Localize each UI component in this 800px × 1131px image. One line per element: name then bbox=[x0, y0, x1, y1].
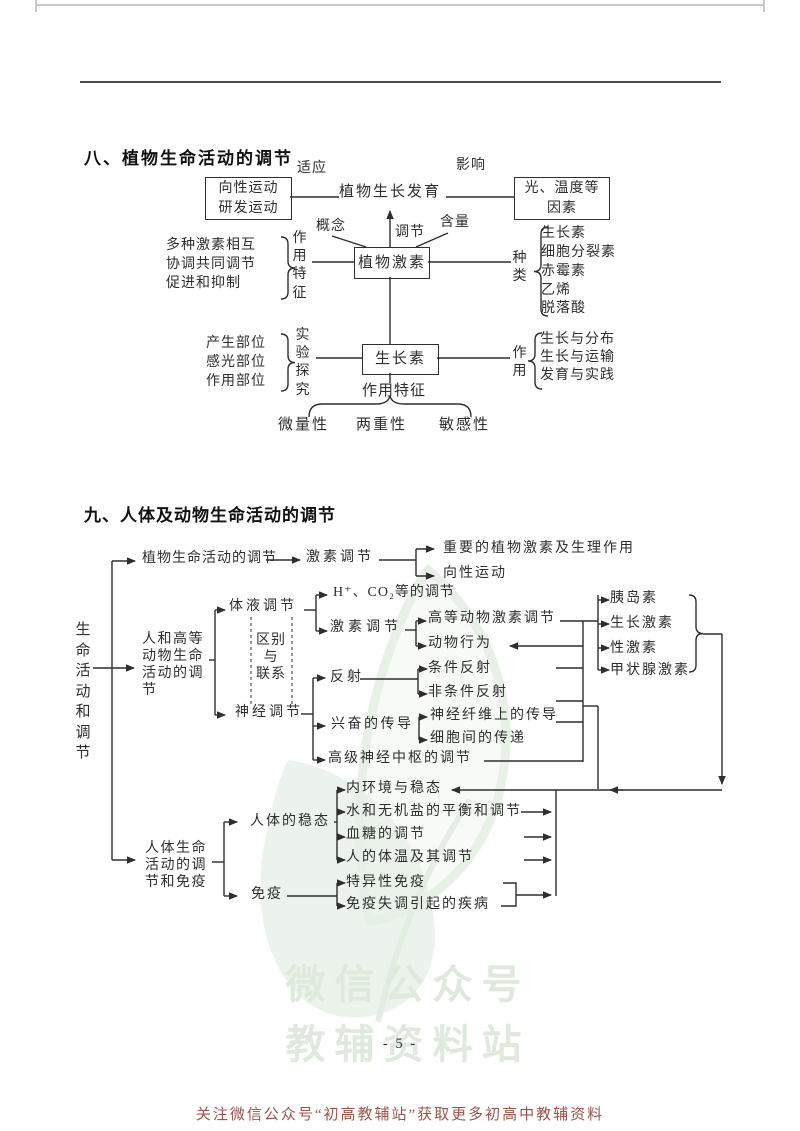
hormone-type-item: 生长素 bbox=[541, 226, 586, 241]
label-content: 含量 bbox=[440, 215, 470, 230]
section8-title: 八、植物生命活动的调节 bbox=[84, 149, 293, 168]
node-blood-sugar-regulation: 血糖的调节 bbox=[346, 827, 426, 842]
node-immunity: 免疫 bbox=[251, 887, 283, 902]
node-important-plant-hormones: 重要的植物激素及生理作用 bbox=[443, 541, 635, 556]
node-tropism: 向性运动 bbox=[443, 566, 507, 581]
node-body-homeostasis: 人体的稳态 bbox=[250, 814, 330, 829]
plant-hormone-box: 植物激素 bbox=[354, 247, 430, 279]
node-intercellular-transmission: 细胞间的传递 bbox=[430, 731, 526, 746]
node-internal-environment: 内环境与稳态 bbox=[346, 781, 442, 796]
label-action-feature2: 作用特征 bbox=[362, 383, 427, 399]
page-edge-tick-right bbox=[763, 0, 765, 12]
hormone-type-item: 细胞分裂素 bbox=[541, 245, 616, 260]
node-h-co2-regulation: H⁺、CO₂等的调节 bbox=[333, 585, 455, 600]
watermark-line1: 微信公众号 bbox=[285, 962, 531, 1007]
node-animal-behavior: 动物行为 bbox=[428, 636, 492, 651]
node-immune-disorder-disease: 免疫失调引起的疾病 bbox=[346, 897, 490, 912]
node-conditioned-reflex: 条件反射 bbox=[428, 661, 492, 676]
node-humoral-regulation: 体液调节 bbox=[229, 599, 297, 614]
node-excitation-conduction: 兴奋的传导 bbox=[331, 717, 414, 732]
page-edge-top bbox=[35, 4, 765, 6]
root-node-life-regulation: 生命活动和调节 bbox=[75, 622, 91, 761]
node-specific-immunity: 特异性免疫 bbox=[346, 875, 426, 890]
node-plant-life-regulation: 植物生命活动的调节 bbox=[142, 551, 277, 566]
tropism-movement-box: 向性运动 研发运动 bbox=[205, 177, 292, 220]
hormone-item: 胰岛素 bbox=[610, 591, 658, 606]
watermark-line2: 教辅资料站 bbox=[285, 1022, 531, 1067]
hormone-item: 性激素 bbox=[610, 641, 658, 656]
leaf-watermark bbox=[260, 563, 511, 1023]
block-auxin-parts: 产生部位 感光部位 作用部位 bbox=[206, 336, 266, 389]
label-regulate: 调节 bbox=[394, 225, 426, 242]
light-temperature-box: 光、温度等 因素 bbox=[514, 177, 610, 220]
hormone-type-item: 脱落酸 bbox=[541, 301, 586, 316]
label-adapt: 适应 bbox=[297, 161, 327, 176]
vtext-type: 种类 bbox=[512, 251, 527, 285]
auxin-function-item: 生长与运输 bbox=[540, 350, 615, 365]
auxin-function-item: 生长与分布 bbox=[540, 332, 615, 347]
page-edge-tick-left bbox=[35, 0, 37, 12]
node-neural-regulation: 神经调节 bbox=[235, 705, 303, 720]
auxin-box: 生长素 bbox=[362, 344, 439, 375]
node-nerve-fiber-conduction: 神经纤维上的传导 bbox=[430, 708, 558, 723]
hormone-item: 甲状腺激素 bbox=[610, 663, 690, 678]
hormone-type-item: 赤霉素 bbox=[541, 264, 586, 279]
label-influence: 影响 bbox=[456, 158, 486, 173]
diagram2-lines bbox=[93, 545, 726, 910]
vtext-action-feature: 作用特征 bbox=[292, 231, 307, 301]
hormone-type-item: 乙烯 bbox=[541, 283, 571, 298]
label-concept: 概念 bbox=[316, 219, 346, 234]
node-plant-growth: 植物生长发育 bbox=[339, 184, 442, 200]
hormone-item: 生长激素 bbox=[610, 616, 674, 631]
node-human-animal-regulation: 人和高等 动物生命 活动的调 节 bbox=[142, 632, 204, 698]
node-reflex: 反射 bbox=[330, 670, 364, 685]
feature-item: 两重性 bbox=[356, 417, 408, 433]
page-number: - 5 - bbox=[382, 1036, 418, 1052]
feature-item: 微量性 bbox=[278, 417, 330, 433]
node-hormone-regulation-1: 激素调节 bbox=[306, 550, 374, 565]
feature-item: 敏感性 bbox=[439, 417, 491, 433]
node-unconditioned-reflex: 非条件反射 bbox=[428, 685, 508, 700]
node-advanced-animal-hormone: 高等动物激素调节 bbox=[428, 611, 556, 626]
node-water-salt-balance: 水和无机盐的平衡和调节 bbox=[346, 804, 522, 819]
node-body-temperature: 人的体温及其调节 bbox=[346, 850, 474, 865]
footer-notice: 关注微信公众号“初高教辅站”获取更多初高中教辅资料 bbox=[195, 1107, 605, 1123]
node-advanced-nerve-center: 高级神经中枢的调节 bbox=[328, 751, 472, 766]
node-body-regulation-immunity: 人体生命 活动的调 节和免疫 bbox=[145, 841, 207, 890]
section9-title: 九、人体及动物生命活动的调节 bbox=[84, 506, 336, 525]
auxin-function-item: 发育与实践 bbox=[540, 368, 615, 383]
node-hormone-regulation-2: 激素调节 bbox=[330, 620, 402, 635]
block-hormone-coordination: 多种激素相互 协调共同调节 促进和抑制 bbox=[166, 238, 256, 291]
node-difference-connection: 区别 与 联系 bbox=[256, 633, 286, 682]
vtext-experiment: 实验探究 bbox=[295, 328, 310, 398]
header-rule bbox=[80, 81, 721, 84]
vtext-function: 作用 bbox=[512, 346, 527, 380]
